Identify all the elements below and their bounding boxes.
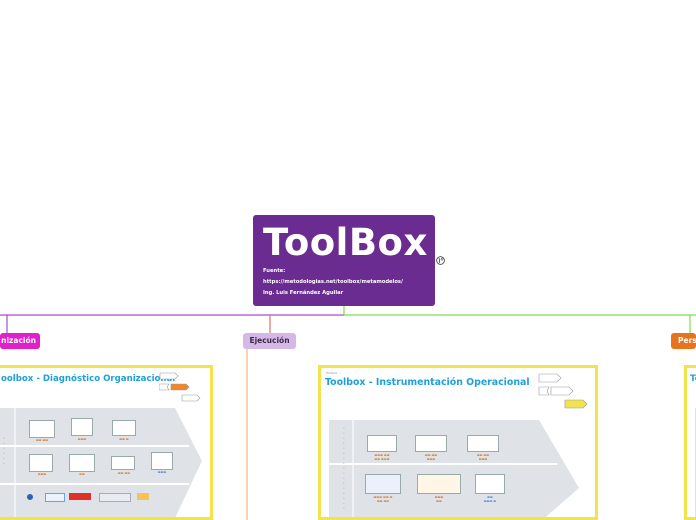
branch-pers[interactable]: Pers	[671, 333, 696, 349]
card-instrumentacion-note: Toolbox ...	[326, 371, 341, 375]
thumb-diag-5-label: ▬▬	[67, 473, 97, 477]
thumb-instr-1	[367, 435, 397, 452]
thumb-instr-5-label: ▬▬▬▬▬	[421, 496, 457, 503]
thumb-diag-5	[69, 454, 95, 472]
thumb-diag-7-label: ▬▬▬	[147, 471, 177, 475]
logo-4	[99, 493, 131, 502]
instrumentacion-chevron	[329, 418, 589, 520]
instrumentacion-side-label: •••••••••••••••••	[343, 426, 347, 511]
card-diagnostico[interactable]: oolbox - Diagnóstico Organizacional ••••…	[0, 365, 213, 520]
branch-ejecucion[interactable]: Ejecución	[243, 333, 296, 349]
thumb-instr-4-label: ▬▬▬ ▬▬ ▬▬▬ ▬▬	[363, 496, 403, 503]
branch-organizacion-label: nización	[1, 336, 36, 345]
author: Ing. Luis Fernández Aguilar	[263, 288, 425, 299]
root-title: ToolBox	[263, 223, 425, 263]
card-instrumentacion[interactable]: Toolbox ... Toolbox - Instrumentación Op…	[318, 365, 598, 520]
globe-icon[interactable]	[436, 256, 445, 265]
diagnostico-side-label: ••••••	[3, 436, 7, 466]
thumb-instr-3-label: ▬▬ ▬▬▬▬▬	[465, 454, 501, 461]
flow-arrows-icon	[537, 372, 595, 412]
thumb-diag-2-label: ▬▬▬	[67, 438, 97, 442]
thumb-instr-4	[365, 474, 401, 494]
thumb-instr-5	[417, 474, 461, 494]
thumb-diag-1-label: ▬▬ ▬▬	[27, 439, 57, 443]
source-label: Fuente:	[263, 266, 425, 277]
thumb-diag-4-label: ▬▬▬	[27, 473, 57, 477]
card-personas-title: To	[690, 374, 696, 384]
thumb-diag-3	[112, 420, 136, 436]
thumb-diag-1	[29, 420, 55, 438]
logo-1	[27, 494, 33, 500]
card-diagnostico-title: oolbox - Diagnóstico Organizacional	[1, 374, 175, 384]
thumb-instr-6-label: ▬▬▬▬▬ ▬	[471, 496, 509, 503]
thumb-diag-4	[29, 454, 53, 472]
root-topic[interactable]: ToolBox Fuente: https://metodologias.net…	[253, 215, 435, 306]
branch-ejecucion-label: Ejecución	[249, 336, 289, 345]
thumb-instr-3	[467, 435, 499, 452]
logo-strip-diag	[27, 492, 157, 502]
root-note: Fuente: https://metodologias.net/toolbox…	[263, 266, 425, 299]
thumb-diag-6	[111, 456, 135, 470]
card-instrumentacion-title: Toolbox - Instrumentación Operacional	[325, 377, 530, 388]
thumb-instr-2-label: ▬▬ ▬▬▬▬▬	[413, 454, 449, 461]
thumb-diag-6-label: ▬▬ ▬▬	[109, 472, 139, 476]
card-personas[interactable]: To	[684, 365, 696, 520]
thumb-instr-6	[475, 474, 505, 494]
branch-organizacion[interactable]: nización	[0, 333, 40, 349]
source-url[interactable]: https://metodologias.net/toolbox/metamod…	[263, 277, 425, 288]
logo-5	[137, 493, 149, 500]
flow-arrows-icon	[159, 371, 204, 403]
thumb-diag-7	[151, 452, 173, 470]
thumb-instr-1-label: ▬▬▬ ▬▬▬▬ ▬▬▬	[363, 454, 401, 461]
thumb-diag-2	[71, 418, 93, 436]
thumb-instr-2	[415, 435, 447, 452]
branch-pers-label: Pers	[678, 336, 696, 345]
thumb-diag-3-label: ▬▬ ▬	[109, 438, 139, 442]
logo-3	[69, 493, 91, 500]
logo-2	[45, 493, 65, 502]
